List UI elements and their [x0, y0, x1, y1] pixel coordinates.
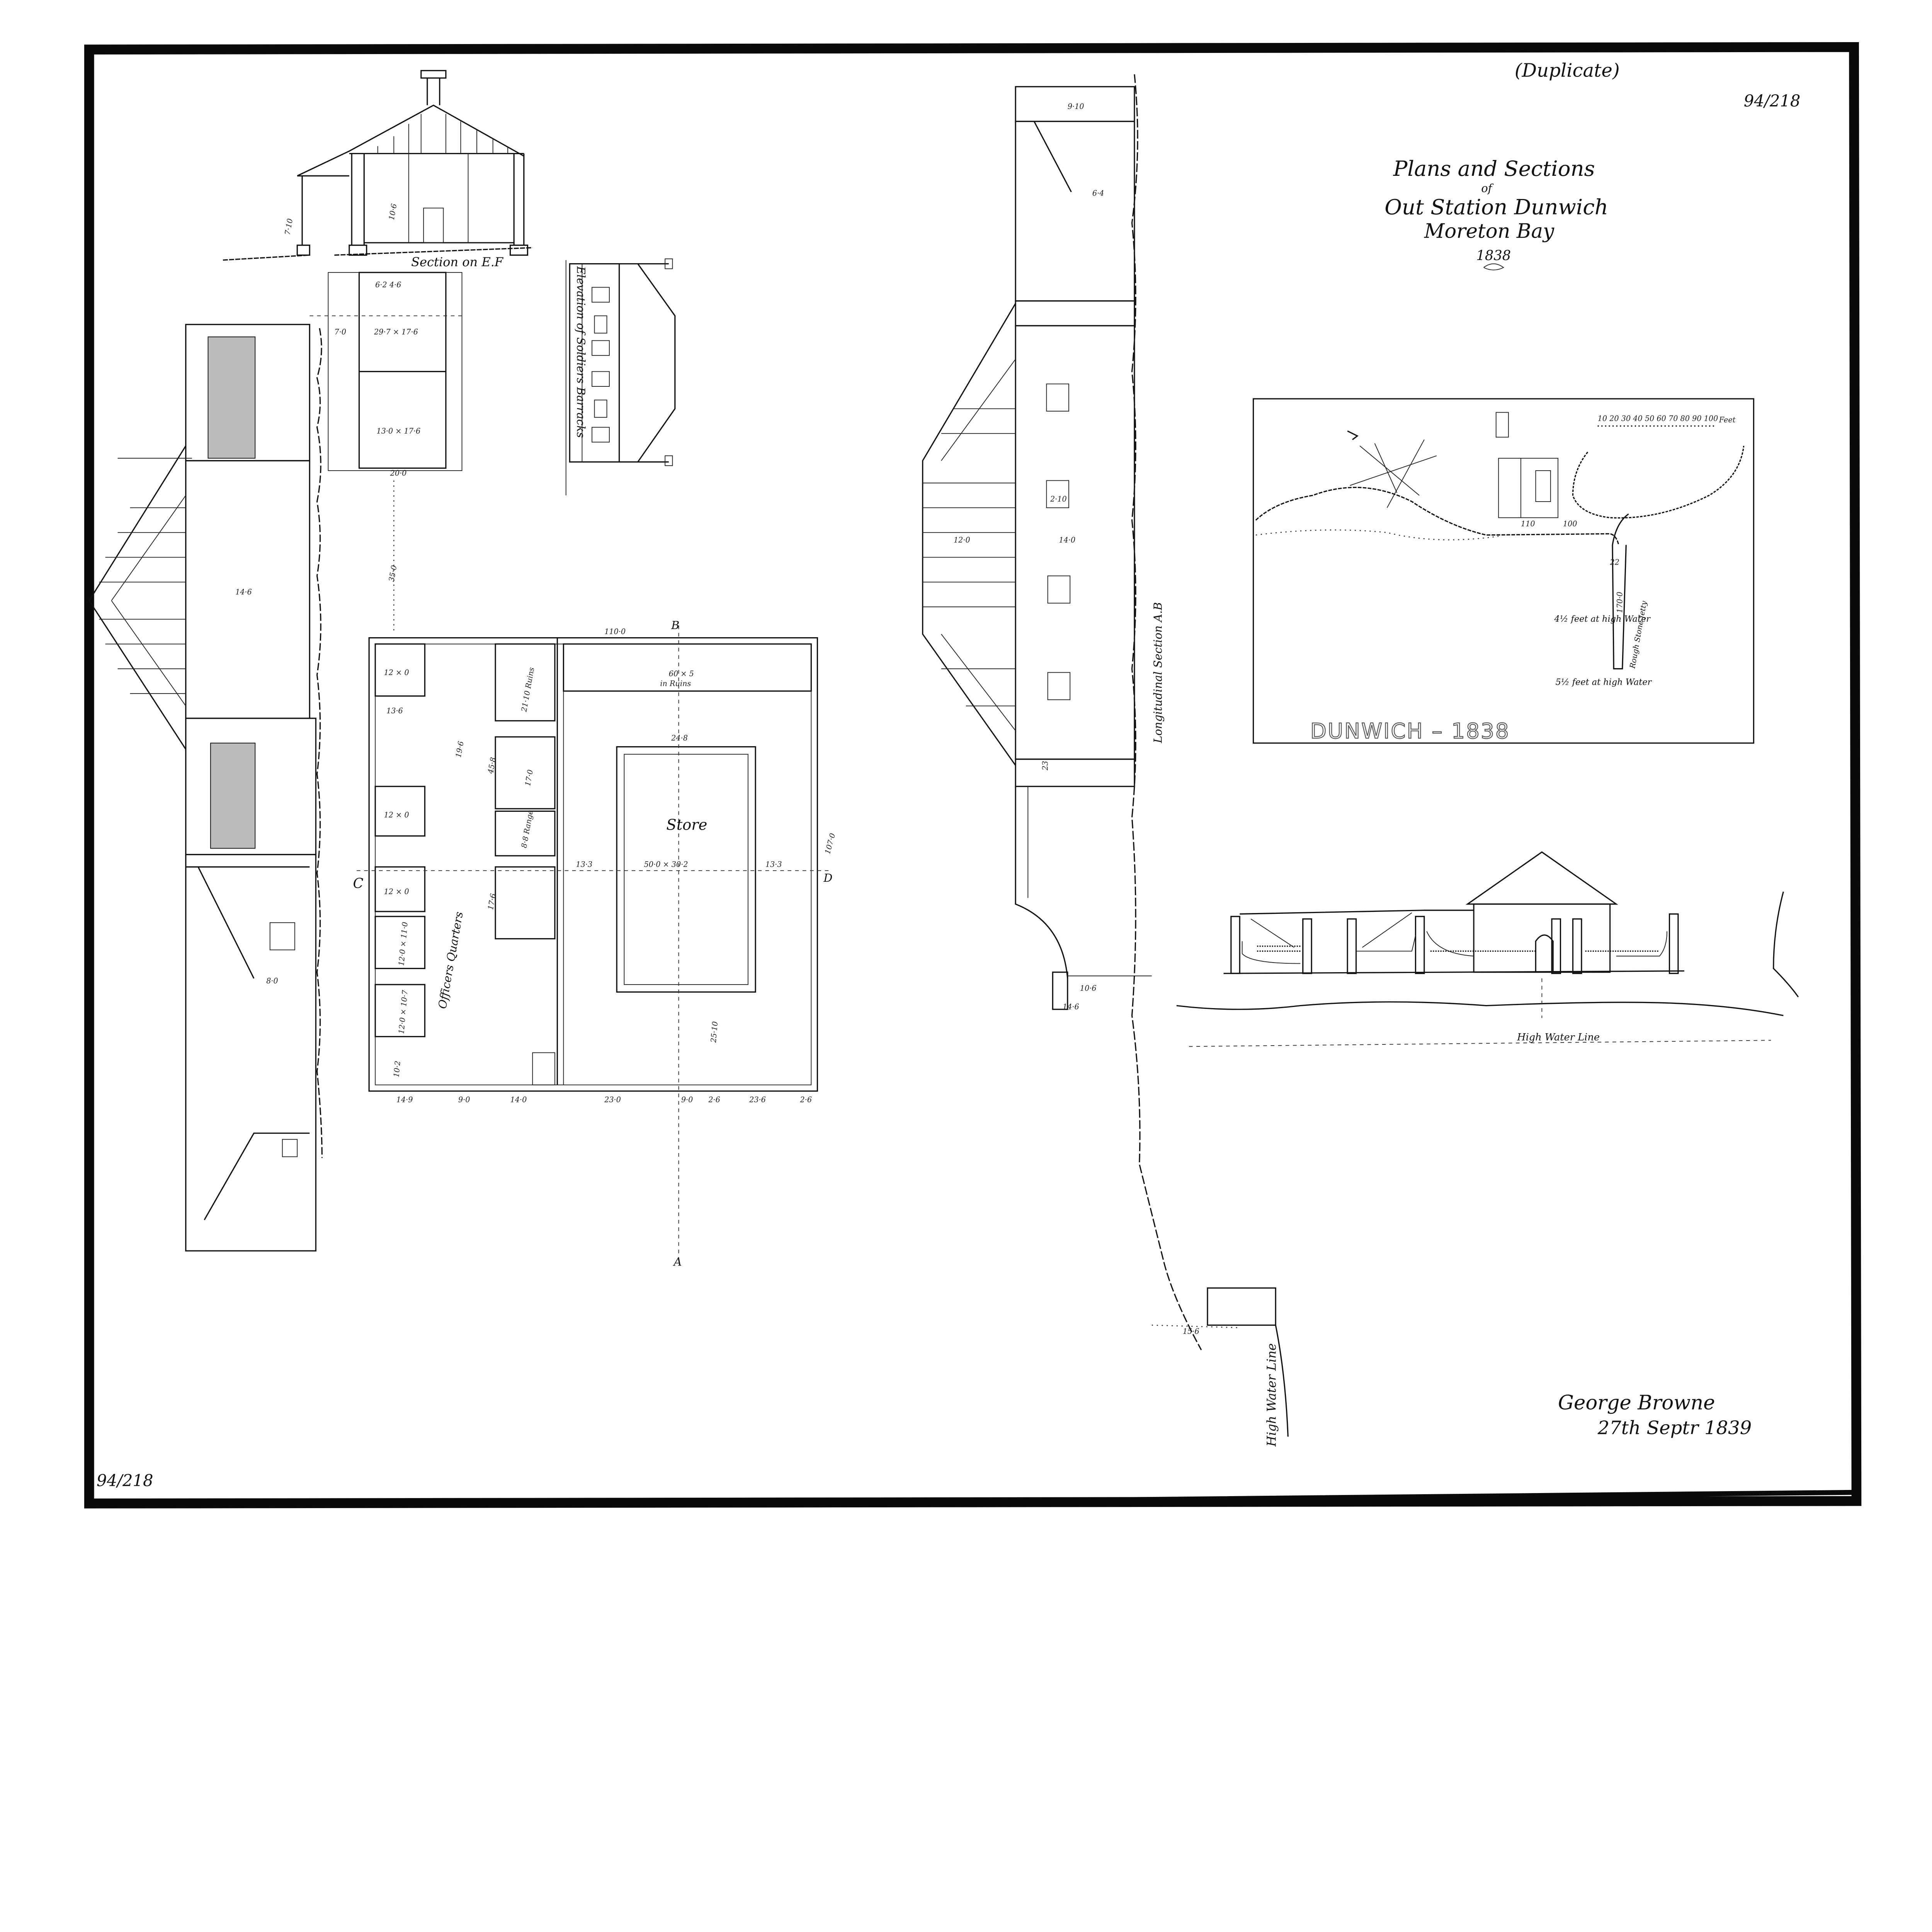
bottom-dim: 14·9: [396, 1095, 413, 1104]
ab-top: 9·10: [1068, 102, 1084, 111]
reference-number-bottom: 94/218: [97, 1471, 153, 1490]
lower-yard: 25·10: [709, 1021, 720, 1043]
compass-rose-icon: [1347, 430, 1437, 508]
room-f: 10·2: [392, 1060, 402, 1078]
barracks-room-2: 13·0 × 17·6: [376, 427, 420, 435]
sheet-frame: [84, 42, 1862, 1509]
side-right: 13·3: [765, 860, 782, 869]
dunwich-stamp: DUNWICH – 1838: [1310, 718, 1510, 743]
left-section-drawing: 14·6 8·0: [88, 324, 323, 1252]
signature-name: George Browne: [1558, 1391, 1715, 1414]
plan-marker-d: D: [823, 871, 832, 884]
barracks-top-dims: 6·2 4·6: [375, 281, 401, 289]
longitudinal-section-ab: Longitudinal Section A.B 9·10 6·4 2·10 1…: [922, 74, 1289, 1447]
ab-base: 14·6: [1063, 1002, 1079, 1011]
barracks-elevation-label: Elevation of Soldiers Barracks: [575, 266, 588, 438]
map-jetty-length: 170·0: [1616, 592, 1624, 613]
left-section-lower: 8·0: [266, 976, 278, 985]
plan-marker-a: A: [673, 1255, 682, 1269]
title-line-5: 1838: [1476, 248, 1511, 264]
drawing-sheet: Plans and Sections of Out Station Dunwic…: [84, 42, 1862, 1509]
site-map-inset: 10 20 30 40 50 60 70 80 90 100 Feet 110 …: [1252, 398, 1755, 744]
ab-upper: 6·4: [1092, 189, 1104, 197]
ab-width: 14·0: [1059, 536, 1075, 544]
map-plan-dim: 110: [1521, 519, 1535, 528]
barracks-plan: 6·2 4·6 29·7 × 17·6 13·0 × 17·6 7·0 20·0…: [310, 272, 464, 632]
title-line-3: Out Station Dunwich: [1384, 194, 1608, 219]
plan-overall-width: 110·0: [604, 627, 626, 636]
barracks-width: 20·0: [390, 469, 407, 478]
title-line-2: of: [1481, 182, 1493, 195]
section-ef-label: Section on E.F: [411, 255, 504, 269]
ab-base-2: 10·6: [1080, 984, 1097, 993]
map-jetty-width: 22: [1610, 558, 1619, 567]
bottom-dim: 2·6: [708, 1095, 720, 1104]
room-a: 12 × 0: [384, 668, 409, 677]
signature-date: 27th Septr 1839: [1597, 1417, 1752, 1439]
store-label: Store: [666, 816, 707, 833]
longitudinal-section-label: Longitudinal Section A.B: [1151, 602, 1164, 743]
barracks-elevation: Elevation of Soldiers Barracks: [565, 258, 676, 496]
room-a-width: 13·6: [386, 706, 403, 715]
bottom-dim: 9·0: [458, 1095, 470, 1104]
bottom-dimensions: 14·9 9·0 14·0 23·0 9·0 2·6 23·6 2·6: [396, 1095, 812, 1104]
map-scale-unit: Feet: [1719, 415, 1736, 424]
flourish-icon: [1483, 263, 1504, 270]
bottom-dim: 9·0: [681, 1095, 693, 1104]
map-depth-2: 5½ feet at high Water: [1556, 677, 1652, 687]
signature: George Browne 27th Septr 1839: [1558, 1391, 1752, 1439]
title-line-1: Plans and Sections: [1393, 156, 1595, 181]
left-section-width: 14·6: [235, 587, 252, 596]
map-scale-ticks: 10 20 30 40 50 60 70 80 90 100: [1598, 414, 1718, 423]
bottom-dim: 14·0: [510, 1095, 527, 1104]
ab-window: 2·10: [1050, 495, 1067, 503]
barracks-verandah: 7·0: [334, 327, 346, 336]
ab-roof: 12·0: [954, 536, 970, 544]
title-block: Plans and Sections of Out Station Dunwic…: [1384, 156, 1608, 270]
bottom-dim: 23·0: [604, 1095, 621, 1104]
front-water-line-label: High Water Line: [1517, 1031, 1600, 1043]
plan-marker-c: C: [353, 876, 363, 891]
reference-number-top: 94/218: [1744, 92, 1801, 111]
ruins-strip-size: 60 × 5: [669, 669, 694, 678]
plan-marker-b: B: [671, 619, 679, 632]
ab-water-line: High Water Line: [1264, 1343, 1279, 1447]
ab-mid: 23: [1041, 761, 1050, 770]
front-elevation: High Water Line: [1176, 851, 1799, 1047]
barracks-room-1: 29·7 × 17·6: [374, 327, 418, 336]
map-depth-1: 4½ feet at high Water: [1554, 614, 1651, 624]
side-left: 13·3: [576, 860, 592, 869]
store-width: 24·8: [671, 734, 688, 743]
room-b: 12 × 0: [384, 810, 409, 819]
duplicate-note: (Duplicate): [1515, 60, 1620, 82]
room-c: 12 × 0: [384, 887, 409, 896]
title-line-4: Moreton Bay: [1424, 219, 1554, 243]
ruins-strip-note: in Ruins: [660, 679, 691, 688]
bottom-dim: 2·6: [800, 1095, 812, 1104]
ab-jetty: 15·6: [1183, 1327, 1199, 1336]
store-size: 50·0 × 30·2: [644, 860, 688, 869]
bottom-dim: 23·6: [749, 1095, 766, 1104]
map-dist: 100: [1563, 519, 1577, 528]
section-ef-drawing: Section on E.F 10·6 7·10: [223, 70, 533, 269]
